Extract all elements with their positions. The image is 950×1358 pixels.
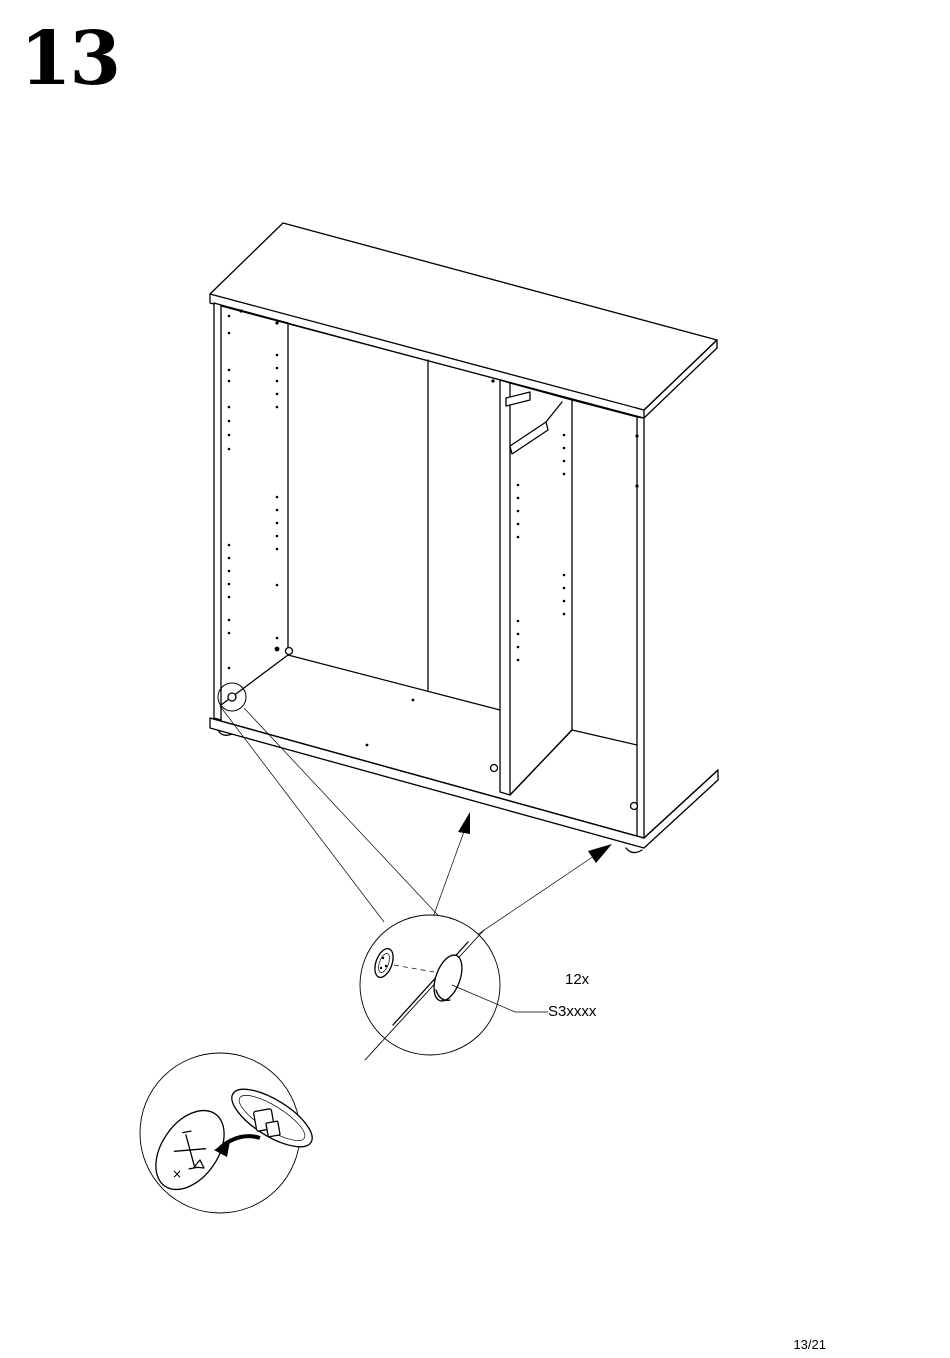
cover-cap-detail-icon	[360, 915, 548, 1060]
cabinet-illustration	[210, 223, 718, 853]
part-code: S3xxxx	[548, 1003, 596, 1020]
page-number: 13/21	[793, 1337, 826, 1352]
svg-text:×: ×	[172, 1167, 182, 1181]
part-quantity: 12x	[565, 971, 589, 988]
cap-removal-detail-icon: ×	[140, 1053, 321, 1213]
